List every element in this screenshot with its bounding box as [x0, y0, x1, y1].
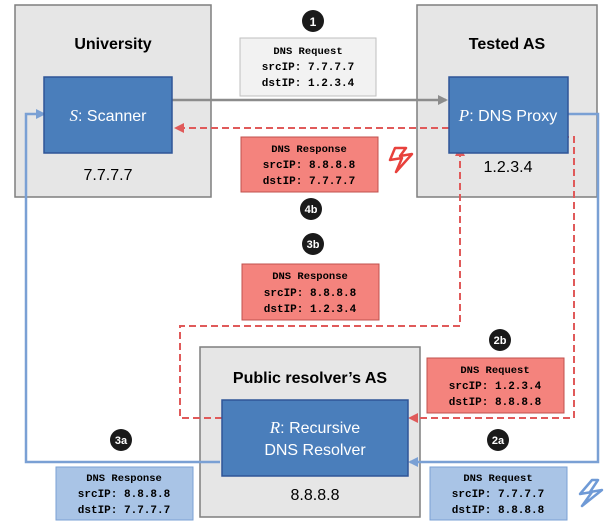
resolver-node: R: Recursive DNS Resolver 8.8.8.8	[221, 399, 409, 504]
packet-2a-src: srcIP: 7.7.7.7	[452, 489, 544, 501]
packet-2a-title: DNS Request	[463, 473, 532, 485]
scanner-label: S: Scanner	[70, 106, 148, 125]
arrow-3b	[179, 146, 465, 419]
packet-3b-src: srcIP: 8.8.8.8	[264, 288, 357, 300]
packet-1-src: srcIP: 7.7.7.7	[262, 62, 354, 74]
packet-3a-dst: dstIP: 7.7.7.7	[78, 505, 170, 517]
packet-3a-title: DNS Response	[86, 473, 162, 485]
packet-1-dst: dstIP: 1.2.3.4	[262, 78, 355, 90]
packet-1-title: DNS Request	[273, 46, 342, 58]
badge-2a-label: 2a	[492, 435, 505, 447]
scanner-ip: 7.7.7.7	[84, 167, 133, 184]
packet-3b-dst: dstIP: 1.2.3.4	[264, 304, 357, 316]
proxy-label: P: DNS Proxy	[458, 106, 557, 125]
packet-4b-src: srcIP: 8.8.8.8	[263, 160, 356, 172]
resolver-ip: 8.8.8.8	[291, 487, 340, 504]
proxy-ip: 1.2.3.4	[484, 159, 533, 176]
arrow-2a	[408, 112, 600, 467]
resolver-label-line2: DNS Resolver	[264, 442, 366, 459]
resolver-label-line1: R: Recursive	[269, 418, 361, 437]
badge-2b-label: 2b	[494, 335, 507, 347]
tested-as-title: Tested AS	[469, 36, 546, 53]
packet-2a: 2a DNS Request srcIP: 7.7.7.7 dstIP: 8.8…	[429, 429, 568, 521]
badge-2b	[489, 329, 511, 351]
proxy-node: P: DNS Proxy 1.2.3.4	[448, 76, 569, 176]
public-resolver-title: Public resolver’s AS	[233, 370, 387, 387]
arrow-3a	[24, 109, 220, 464]
badge-3a-label: 3a	[115, 435, 128, 447]
badge-1	[302, 10, 324, 32]
lightning-icon	[388, 146, 414, 174]
university-title: University	[74, 36, 151, 53]
badge-3b-label: 3b	[307, 239, 320, 251]
packet-2b: 2b DNS Request srcIP: 1.2.3.4 dstIP: 8.8…	[426, 329, 565, 414]
packet-3a-src: srcIP: 8.8.8.8	[78, 489, 171, 501]
packet-4b-dst: dstIP: 7.7.7.7	[263, 176, 355, 188]
badge-3a	[110, 429, 132, 451]
packet-3b: 3b DNS Response srcIP: 8.8.8.8 dstIP: 1.…	[241, 233, 380, 321]
packet-2b-dst: dstIP: 8.8.8.8	[449, 397, 542, 409]
lightning-icon	[578, 478, 604, 508]
badge-3b	[302, 233, 324, 255]
packet-1: DNS Request srcIP: 7.7.7.7 dstIP: 1.2.3.…	[239, 10, 377, 97]
packet-2b-title: DNS Request	[460, 365, 529, 377]
packet-3a: 3a DNS Response srcIP: 8.8.8.8 dstIP: 7.…	[55, 429, 194, 521]
packet-2b-src: srcIP: 1.2.3.4	[449, 381, 542, 393]
scanner-node: S: Scanner 7.7.7.7	[43, 76, 173, 184]
packet-4b: DNS Response srcIP: 8.8.8.8 dstIP: 7.7.7…	[240, 136, 379, 220]
badge-4b	[300, 198, 322, 220]
packet-2a-dst: dstIP: 8.8.8.8	[452, 505, 545, 517]
packet-4b-title: DNS Response	[271, 144, 347, 156]
blue-path	[24, 109, 600, 467]
packet-3b-title: DNS Response	[272, 271, 348, 283]
badge-4b-label: 4b	[305, 204, 318, 216]
badge-1-label: 1	[310, 15, 317, 29]
badge-2a	[487, 429, 509, 451]
